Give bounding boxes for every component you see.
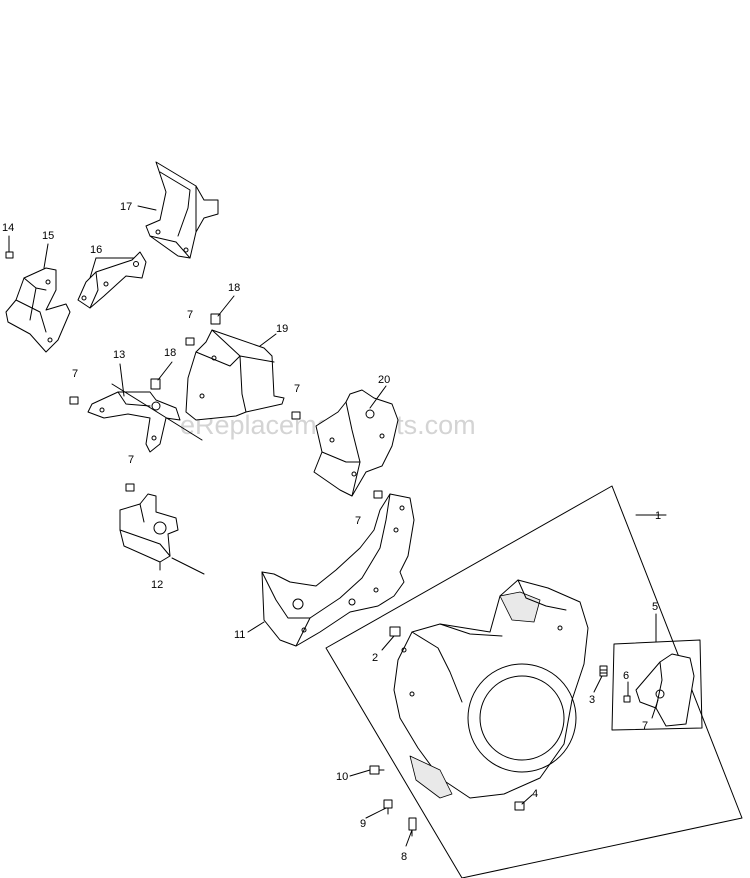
callout-3: 3 <box>589 694 595 706</box>
callout-20: 20 <box>378 374 390 386</box>
callout-6: 6 <box>623 670 629 682</box>
callout-14: 14 <box>2 222 14 234</box>
callout-16: 16 <box>90 244 102 256</box>
part-15-bracket <box>5 267 71 353</box>
part-11-shroud <box>261 493 415 647</box>
assembly-frame-1 <box>325 485 743 878</box>
callout-12: 12 <box>151 579 163 591</box>
callout-7-d: 7 <box>128 454 134 466</box>
part-18-bolt-upper <box>210 313 221 325</box>
leader-lines <box>8 205 667 847</box>
part-1-blower-housing <box>393 579 589 799</box>
callout-7-b: 7 <box>72 368 78 380</box>
part-8-screw <box>408 817 417 837</box>
callout-4: 4 <box>532 788 538 800</box>
callout-15: 15 <box>42 230 54 242</box>
callout-9: 9 <box>360 818 366 830</box>
part-3-spring <box>599 665 608 677</box>
part-18-bolt-lower <box>150 378 161 390</box>
callout-5: 5 <box>652 601 658 613</box>
callout-7: 7 <box>642 720 648 732</box>
callout-8: 8 <box>401 851 407 863</box>
part-9-screw <box>383 799 393 815</box>
part-14-screw <box>5 241 14 259</box>
callout-7-e: 7 <box>355 515 361 527</box>
part-16-bracket <box>77 251 147 309</box>
part-5-kit-frame <box>611 639 703 731</box>
callout-7-c: 7 <box>294 383 300 395</box>
part-4-clip <box>514 801 525 811</box>
part-20-bracket <box>313 389 399 497</box>
part-2-bolt <box>389 626 401 637</box>
callout-7-a: 7 <box>187 309 193 321</box>
part-12-bracket <box>119 493 205 575</box>
callout-19: 19 <box>276 323 288 335</box>
callout-17: 17 <box>120 201 132 213</box>
callout-10: 10 <box>336 771 348 783</box>
part-13-bracket <box>87 383 203 453</box>
callout-18-lower: 18 <box>164 347 176 359</box>
part-7-screws <box>69 337 383 499</box>
callout-1: 1 <box>655 510 661 522</box>
part-19-shroud <box>185 329 285 421</box>
callout-18-upper: 18 <box>228 282 240 294</box>
callout-labels: 1 2 3 4 5 6 7 8 9 10 11 12 13 14 15 16 1… <box>2 201 661 863</box>
callout-13: 13 <box>113 349 125 361</box>
callout-2: 2 <box>372 652 378 664</box>
callout-11: 11 <box>234 629 245 641</box>
part-10-screw <box>369 765 385 775</box>
part-17-bracket <box>145 161 219 259</box>
